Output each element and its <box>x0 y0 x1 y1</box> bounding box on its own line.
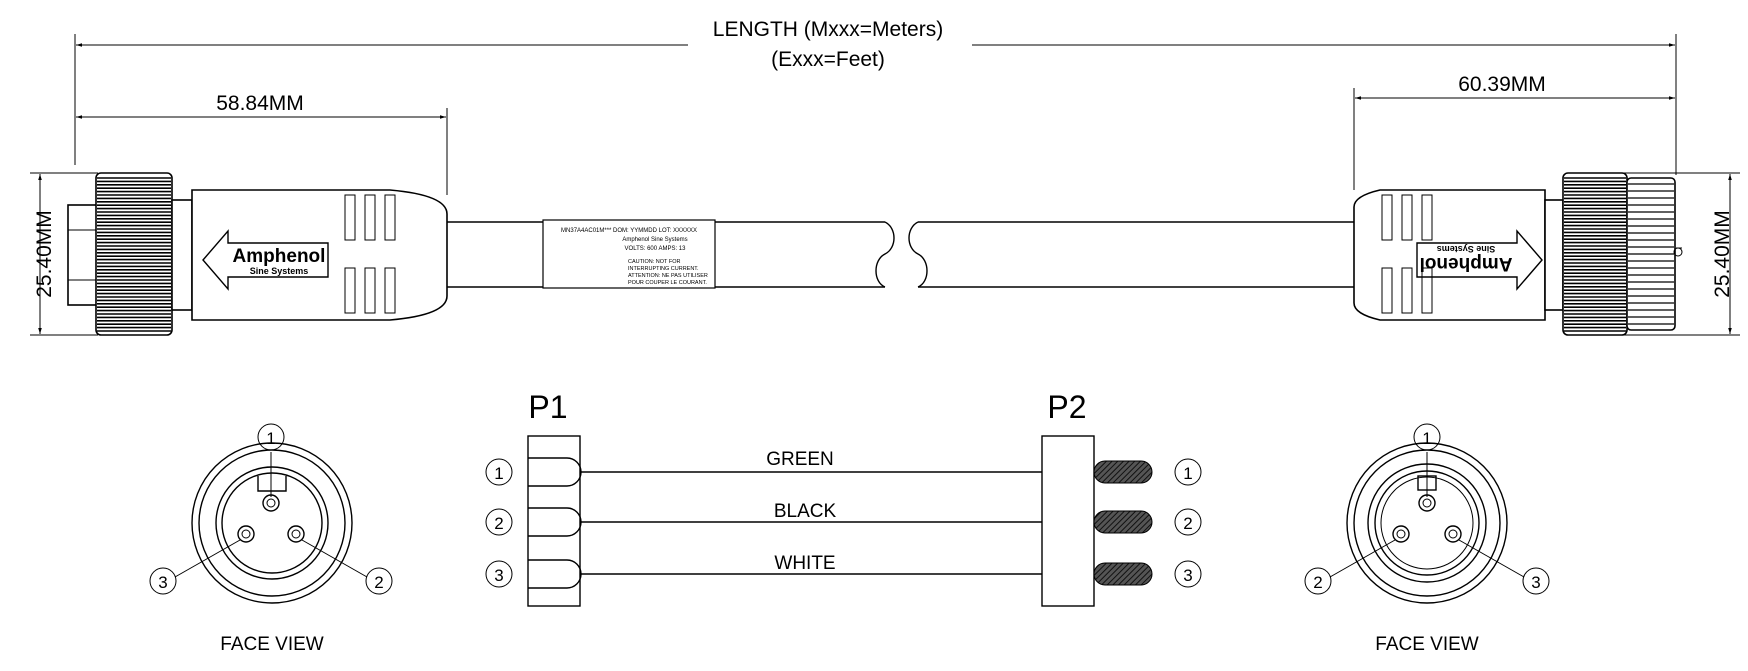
p1-pin-2: 2 <box>494 514 503 533</box>
wire-row-2: 2 2 BLACK <box>485 501 1202 537</box>
label-line1: MN37A4AC01M*** DOM: YYMMDD LOT: XXXXXX <box>561 228 697 234</box>
p2-pin-1: 1 <box>1183 464 1192 483</box>
p1-pin-1: 1 <box>494 464 503 483</box>
right-face-caption: FACE VIEW <box>1375 634 1479 655</box>
label-line3: VOLTS: 600 AMPS: 13 <box>625 246 687 252</box>
p2-pin-2: 2 <box>1183 514 1192 533</box>
left-diameter-label: 25.40MM <box>33 210 56 298</box>
length-label-line1: LENGTH (Mxxx=Meters) <box>713 18 943 41</box>
right-connector-length-label: 60.39MM <box>1458 73 1546 96</box>
cable-label-block: MN37A4AC01M*** DOM: YYMMDD LOT: XXXXXX A… <box>542 219 716 289</box>
right-face-pin3: 3 <box>1531 573 1540 592</box>
left-face-caption: FACE VIEW <box>220 634 324 655</box>
left-connector: Amphenol Sine Systems <box>67 172 448 336</box>
label-line7: POUR COUPER LE COURANT. <box>628 280 707 286</box>
p1-block <box>527 435 581 607</box>
label-line6: ATTENTION: NE PAS UTILISER <box>628 273 708 279</box>
left-knurl <box>97 177 171 332</box>
left-connector-dimension: 58.84MM <box>76 92 448 195</box>
left-logo-sub: Sine Systems <box>250 266 309 276</box>
p2-block <box>1041 435 1095 607</box>
left-face-pin1: 1 <box>266 429 275 448</box>
right-connector-dimension: 60.39MM <box>1353 73 1675 190</box>
p1-label: P1 <box>528 389 567 425</box>
label-line4: CAUTION: NOT FOR <box>628 259 680 265</box>
left-diameter-dimension: 25.40MM <box>30 172 98 336</box>
length-dimension: LENGTH (Mxxx=Meters) (Exxx=Feet) <box>74 18 1677 175</box>
left-logo-arrow <box>202 229 329 291</box>
wire-row-1: 1 1 GREEN <box>485 449 1202 487</box>
p2-pin-3: 3 <box>1183 566 1192 585</box>
wire-row-3: 3 3 WHITE <box>485 553 1202 589</box>
right-knurl <box>1564 177 1626 332</box>
left-connector-length-label: 58.84MM <box>216 92 304 115</box>
right-face-pin1: 1 <box>1422 429 1431 448</box>
length-label-line2: (Exxx=Feet) <box>771 48 885 71</box>
wire-color-2: BLACK <box>774 501 837 522</box>
left-face-view: 1 3 2 FACE VIEW <box>149 423 393 655</box>
left-grip-slots <box>344 194 396 314</box>
right-logo-brand: Amphenol <box>1420 253 1513 274</box>
wire-color-3: WHITE <box>774 553 835 574</box>
right-diameter-label: 25.40MM <box>1711 210 1734 298</box>
left-face-pin2: 2 <box>374 573 383 592</box>
left-face-pin3: 3 <box>158 573 167 592</box>
wiring-schematic: P1 P2 1 1 GREEN 2 2 BLACK <box>485 389 1202 607</box>
wire-color-1: GREEN <box>766 449 834 470</box>
label-line2: Amphenol Sine Systems <box>622 237 687 243</box>
right-grip-slots <box>1381 194 1433 314</box>
right-logo-sub: Sine Systems <box>1437 244 1496 254</box>
left-logo-brand: Amphenol <box>233 246 326 267</box>
right-face-view: 1 2 3 FACE VIEW <box>1304 423 1550 655</box>
right-logo-arrow <box>1416 229 1543 291</box>
right-diameter-dimension: 25.40MM <box>1620 172 1740 336</box>
label-line5: INTERRUPTING CURRENT. <box>628 266 699 272</box>
p1-pin-3: 3 <box>494 566 503 585</box>
right-face-pin2: 2 <box>1313 573 1322 592</box>
right-threads <box>1628 183 1674 325</box>
p2-label: P2 <box>1047 389 1086 425</box>
right-connector: Amphenol Sine Systems <box>1353 172 1683 336</box>
